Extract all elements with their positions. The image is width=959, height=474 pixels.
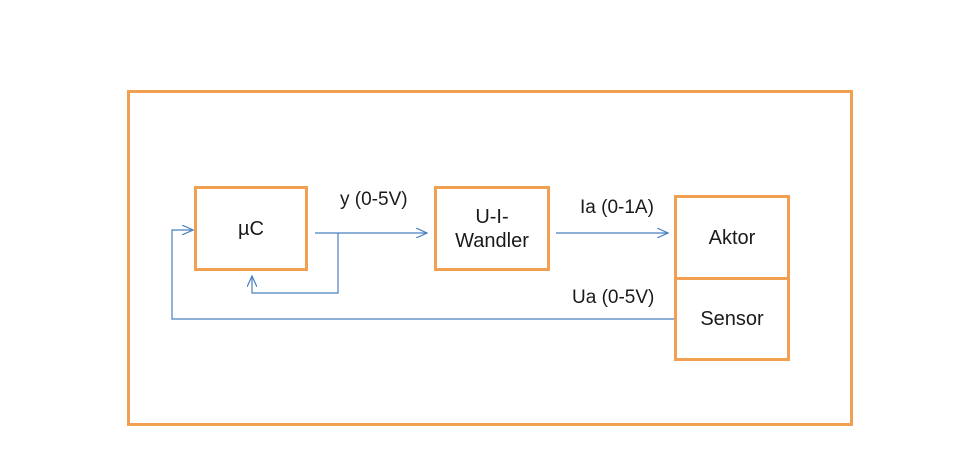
ui-wandler-label-line2: Wandler (455, 229, 529, 252)
signal-ia-label: Ia (0-1A) (580, 197, 654, 218)
aktor-block: Aktor (674, 195, 790, 280)
signal-y-label: y (0-5V) (340, 189, 408, 210)
uc-label: µC (238, 217, 264, 240)
ui-wandler-label-line1: U-I- (475, 205, 509, 228)
wire-ua-to-uc (171, 230, 676, 320)
system-frame (127, 90, 853, 426)
wire-y-feedback (252, 233, 339, 294)
signal-ua-label: Ua (0-5V) (572, 287, 655, 308)
uc-block: µC (194, 186, 308, 271)
sensor-label: Sensor (700, 308, 764, 330)
ui-wandler-block: U-I- Wandler (434, 186, 550, 271)
sensor-block: Sensor (674, 277, 790, 361)
aktor-label: Aktor (708, 226, 756, 249)
